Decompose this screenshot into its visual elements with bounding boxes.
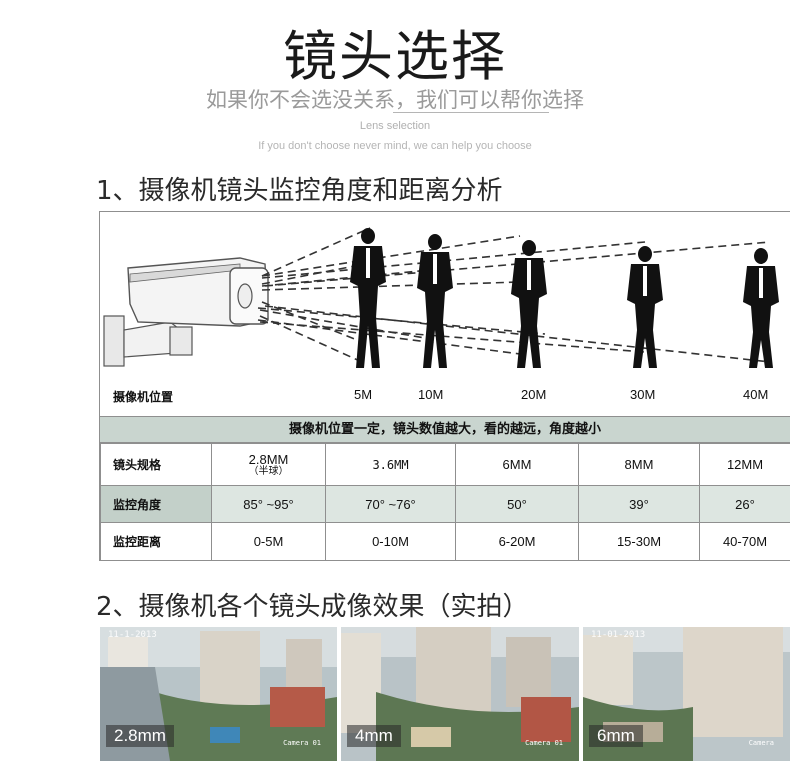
- person-silhouette: [417, 234, 453, 368]
- row-header: 监控角度: [100, 485, 212, 523]
- section-1-title: 1、摄像机镜头监控角度和距离分析: [96, 176, 503, 206]
- table-cell: 6MM: [455, 443, 579, 486]
- lens-label: 4mm: [347, 725, 401, 747]
- person-silhouette: [743, 248, 779, 368]
- distance-label: 20M: [521, 387, 547, 402]
- section-2-title: 2、摄像机各个镜头成像效果（实拍）: [96, 592, 529, 622]
- table-cell: 0-10M: [325, 522, 456, 561]
- photo-timestamp: 11-01-2013: [591, 630, 646, 640]
- camera-position-label: 摄像机位置: [113, 390, 174, 404]
- table-cell: 70° ~76°: [325, 485, 456, 523]
- english-title: Lens selection: [359, 120, 431, 132]
- table-cell: 12MM: [699, 443, 790, 486]
- page-subtitle: 如果你不会选没关系，我们可以帮你选择: [206, 88, 584, 112]
- table-cell: 6-20M: [455, 522, 579, 561]
- person-silhouette: [627, 246, 663, 368]
- lens-photo-6mm: 11-01-2013 6mm Camera: [583, 627, 790, 761]
- camera-distance-diagram: [103, 227, 779, 368]
- table-cell: 40-70M: [699, 522, 790, 561]
- table-row: 监控角度 85° ~95° 70° ~76° 50° 39° 26°: [100, 485, 790, 523]
- table-cell: 39°: [578, 485, 700, 523]
- table-cell: 26°: [699, 485, 790, 523]
- table-cell: 8MM: [578, 443, 700, 486]
- person-silhouettes: [350, 228, 779, 368]
- lens-photo-2-8mm: 11-1-2013 2.8mm Camera 01: [100, 627, 337, 761]
- table-cell: 3.6MM: [325, 443, 456, 486]
- photo-timestamp: 11-1-2013: [108, 630, 157, 640]
- subtitle-underline: [393, 112, 549, 113]
- english-subtitle: If you don't choose never mind, we can h…: [258, 140, 532, 152]
- row-header: 监控距离: [100, 522, 212, 561]
- table-cell: 0-5M: [211, 522, 326, 561]
- table-cell: 85° ~95°: [211, 485, 326, 523]
- cell-value: 2.8MM: [248, 452, 289, 467]
- lens-photo-4mm: 4mm Camera 01: [341, 627, 579, 761]
- person-silhouette: [350, 228, 386, 368]
- table-row: 镜头规格 2.8MM （半球） 3.6MM 6MM 8MM 12MM: [100, 443, 790, 486]
- lens-rule-banner: 摄像机位置一定，镜头数值越大，看的越远，角度越小: [100, 416, 790, 443]
- row-header: 镜头规格: [100, 443, 212, 486]
- lens-label: 2.8mm: [106, 725, 174, 747]
- camera-tag: Camera 01: [283, 739, 321, 747]
- lens-label: 6mm: [589, 725, 643, 747]
- distance-label: 5M: [354, 387, 373, 402]
- cell-note: （半球）: [248, 466, 289, 477]
- table-cell: 50°: [455, 485, 579, 523]
- table-cell: 2.8MM （半球）: [211, 443, 326, 486]
- page-title: 镜头选择: [283, 25, 507, 88]
- camera-icon: [103, 257, 269, 367]
- distance-label: 10M: [418, 387, 444, 402]
- lens-spec-table: 镜头规格 2.8MM （半球） 3.6MM 6MM 8MM 12MM 监控角度 …: [100, 443, 790, 561]
- person-silhouette: [511, 240, 547, 368]
- distance-label: 40M: [743, 387, 769, 402]
- table-cell: 15-30M: [578, 522, 700, 561]
- camera-tag: Camera 01: [525, 739, 563, 747]
- distance-label: 30M: [630, 387, 656, 402]
- camera-tag: Camera: [748, 739, 774, 747]
- table-row: 监控距离 0-5M 0-10M 6-20M 15-30M 40-70M: [100, 522, 790, 561]
